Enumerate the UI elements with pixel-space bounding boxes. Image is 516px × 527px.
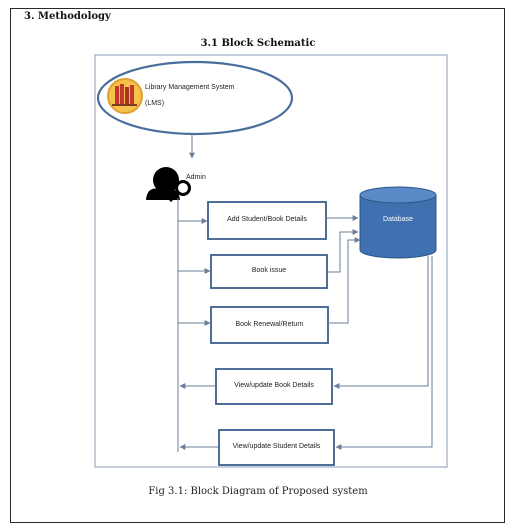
arrow-db-to-viewstudent xyxy=(335,256,433,450)
database-cylinder-icon xyxy=(359,186,437,259)
section-heading: 3. Methodology xyxy=(24,11,111,22)
arrow-db-to-viewbook xyxy=(333,256,429,389)
system-ellipse xyxy=(96,60,294,136)
arrow-renewal-to-db xyxy=(328,237,361,324)
system-name: Library Management System xyxy=(145,84,235,91)
system-label: Library Management System (LMS) xyxy=(145,84,285,110)
page-frame xyxy=(10,8,505,523)
view-book-box xyxy=(215,368,333,405)
figure-title: 3.1 Block Schematic xyxy=(200,38,316,49)
renewal-return-label: Book Renewal/Return xyxy=(235,320,304,328)
diagram-border xyxy=(94,54,448,468)
view-book-label: View/update Book Details xyxy=(234,382,314,390)
figure-caption: Fig 3.1: Block Diagram of Proposed syste… xyxy=(148,486,368,497)
admin-label: Admin xyxy=(186,173,206,181)
view-student-label: View/update Student Details xyxy=(232,443,321,451)
book-issue-label: Book issue xyxy=(251,267,287,275)
add-details-box xyxy=(207,201,327,240)
books-logo-icon xyxy=(107,78,143,114)
system-abbrev: (LMS) xyxy=(145,100,165,108)
arrow-issue-to-db xyxy=(327,229,359,273)
user-admin-icon xyxy=(146,167,180,200)
view-student-box xyxy=(218,429,335,466)
add-details-label: Add Student/Book Details xyxy=(227,216,307,224)
key-icon xyxy=(168,180,191,203)
renewal-return-box xyxy=(210,306,329,344)
database-label: Database xyxy=(383,215,413,223)
